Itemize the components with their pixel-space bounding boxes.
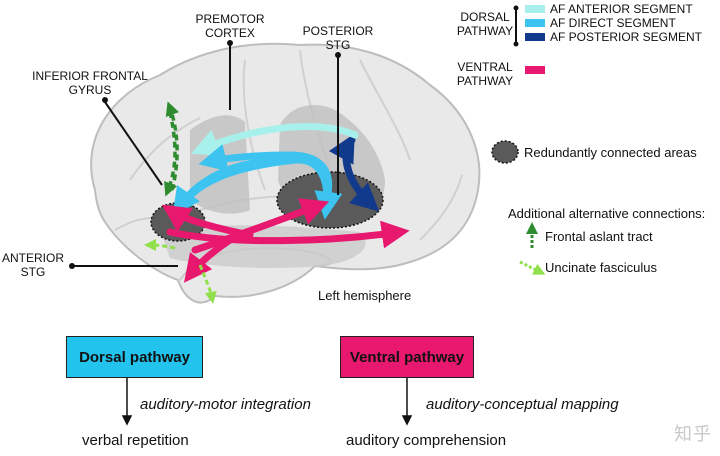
legend: DORSAL PATHWAY AF ANTERIOR SEGMENT AF DI… <box>457 2 705 275</box>
redundant-swatch <box>491 140 519 164</box>
uncinate-arrow-2 <box>198 264 217 304</box>
legend-ventral-line1: VENTRAL <box>457 60 513 74</box>
dorsal-pathway-box: Dorsal pathway <box>66 336 203 378</box>
legend-bracket-dot-bottom <box>513 41 519 47</box>
ventral-pathway-box: Ventral pathway <box>340 336 474 378</box>
af-direct-swatch <box>525 19 545 27</box>
anterior-stg-label-line1: ANTERIOR <box>2 251 64 265</box>
anterior-stg-label-line2: STG <box>21 265 46 279</box>
legend-dorsal-line1: DORSAL <box>460 10 510 24</box>
dorsal-function: auditory-motor integration <box>140 396 311 413</box>
legend-redundant: Redundantly connected areas <box>524 145 697 160</box>
ifg-dot <box>102 97 108 103</box>
bottom-connectors <box>121 378 413 426</box>
ventral-arrow-up <box>191 198 330 254</box>
legend-ventral-line2: PATHWAY <box>457 74 513 88</box>
premotor-label-line2: CORTEX <box>205 26 255 40</box>
legend-uncinate: Uncinate fasciculus <box>545 260 657 275</box>
watermark: 知乎 <box>674 424 712 445</box>
frontal-aslant-arrow-back <box>164 111 178 197</box>
ventral-outcome: auditory comprehension <box>346 432 507 449</box>
legend-bracket-dot-top <box>513 5 519 11</box>
ventral-arrow-ifg <box>161 204 254 239</box>
uncinate-swatch <box>519 260 546 275</box>
legend-af-posterior: AF POSTERIOR SEGMENT <box>550 30 703 44</box>
premotor-label-line1: PREMOTOR <box>195 12 264 26</box>
ventral-swatch <box>525 66 545 74</box>
legend-dorsal-line2: PATHWAY <box>457 24 513 38</box>
af-anterior-swatch <box>525 5 545 13</box>
af-posterior-arrow-head-back <box>328 133 376 209</box>
ifg-label-line1: INFERIOR FRONTAL <box>32 69 148 83</box>
posterior-stg-label-line2: STG <box>326 38 351 52</box>
ventral-arrow-down <box>184 236 234 283</box>
uncinate-arrow-1 <box>144 239 176 252</box>
legend-af-anterior: AF ANTERIOR SEGMENT <box>550 2 693 16</box>
ventral-pathway-box-label: Ventral pathway <box>349 348 465 366</box>
af-posterior-swatch <box>525 33 545 41</box>
premotor-dot <box>227 40 233 46</box>
legend-af-direct: AF DIRECT SEGMENT <box>550 16 676 30</box>
anterior-stg-dot <box>69 263 75 269</box>
dorsal-outcome: verbal repetition <box>82 432 189 449</box>
posterior-stg-label-line1: POSTERIOR <box>303 24 374 38</box>
af-anterior-arrow <box>190 123 359 156</box>
legend-frontal-aslant: Frontal aslant tract <box>545 229 653 244</box>
af-direct-arrow-1 <box>198 144 333 209</box>
hemisphere-label: Left hemisphere <box>318 288 411 303</box>
dorsal-pathway-box-label: Dorsal pathway <box>79 348 190 366</box>
ventral-function: auditory-conceptual mapping <box>426 396 619 413</box>
ventral-arrow-right <box>166 220 410 249</box>
legend-alt-title: Additional alternative connections: <box>508 206 705 221</box>
af-direct-arrow-3 <box>174 156 343 220</box>
ifg-label-line2: GYRUS <box>69 83 112 97</box>
leader-lines <box>72 45 339 267</box>
posterior-stg-dot <box>335 52 341 58</box>
